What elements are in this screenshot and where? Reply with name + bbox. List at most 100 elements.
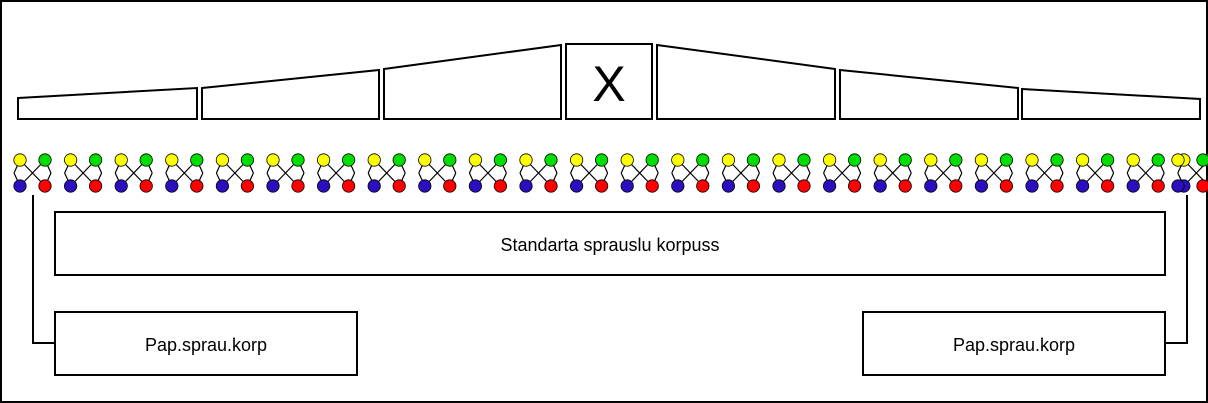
nozzle-dot-red: [392, 179, 406, 193]
left-extra-nozzle-box: [54, 311, 358, 376]
nozzle-body: [671, 153, 710, 193]
nozzle-dot-yellow: [13, 153, 27, 167]
nozzle-body: [13, 153, 52, 193]
nozzle-dot-blue: [64, 179, 78, 193]
nozzle-dot-red: [443, 179, 457, 193]
nozzle-dot-blue: [1171, 179, 1185, 193]
nozzle-dot-blue: [418, 179, 432, 193]
nozzle-dot-green: [89, 153, 103, 167]
nozzle-dot-blue: [1076, 179, 1090, 193]
nozzle-dot-green: [1196, 153, 1208, 167]
boom-section-left-2: [201, 68, 380, 120]
standard-nozzle-label: Standarta sprauslu korpuss: [500, 235, 719, 255]
nozzle-dot-yellow: [721, 153, 736, 167]
nozzle-dot-green: [1151, 153, 1165, 167]
nozzle-dot-yellow: [772, 153, 786, 167]
nozzle-body: [569, 153, 609, 193]
nozzle-dot-yellow: [620, 153, 634, 167]
nozzle-dot-yellow: [1025, 153, 1039, 167]
nozzle-dot-red: [1151, 179, 1165, 193]
nozzle-dot-red: [645, 179, 659, 193]
nozzle-dot-yellow: [873, 153, 887, 167]
nozzle-dot-red: [291, 179, 305, 193]
nozzle-dot-blue: [620, 179, 634, 193]
nozzle-dot-yellow: [569, 153, 584, 167]
nozzle-dot-yellow: [822, 153, 837, 167]
nozzle-body: [924, 153, 963, 193]
nozzle-dot-yellow: [1126, 153, 1140, 167]
nozzle-dot-red: [949, 179, 963, 193]
nozzle-dot-blue: [924, 179, 938, 193]
nozzle-dot-green: [594, 153, 609, 167]
nozzle-dot-blue: [671, 179, 685, 193]
nozzle-dot-green: [392, 153, 406, 167]
nozzle-dot-blue: [569, 179, 584, 193]
nozzle-dot-green: [696, 153, 710, 167]
boom-section-right-2: [839, 68, 1019, 120]
nozzle-dot-yellow: [316, 153, 331, 167]
nozzle-dot-green: [1050, 153, 1064, 167]
nozzle-body-row: [13, 153, 1208, 193]
nozzle-dot-yellow: [64, 153, 78, 167]
nozzle-body: [215, 153, 254, 193]
nozzle-dot-blue: [721, 179, 736, 193]
boom-section-left-1: [383, 43, 562, 120]
nozzle-dot-red: [594, 179, 609, 193]
nozzle-body: [822, 153, 862, 193]
nozzle-dot-green: [544, 153, 558, 167]
nozzle-body: [519, 153, 558, 193]
left-connector-line: [32, 195, 55, 344]
nozzle-dot-green: [443, 153, 457, 167]
nozzle-body: [367, 153, 406, 193]
nozzle-dot-blue: [822, 179, 837, 193]
nozzle-body: [1025, 153, 1064, 193]
nozzle-dot-blue: [165, 179, 179, 193]
nozzle-dot-red: [139, 179, 153, 193]
nozzle-body: [620, 153, 659, 193]
nozzle-dot-green: [847, 153, 862, 167]
boom-section-right-3: [1021, 87, 1201, 120]
nozzle-dot-green: [291, 153, 305, 167]
boom-section-right-1: [656, 43, 836, 120]
nozzle-dot-yellow: [671, 153, 685, 167]
nozzle-dot-yellow: [266, 153, 280, 167]
nozzle-dot-green: [999, 153, 1014, 167]
nozzle-dot-yellow: [165, 153, 179, 167]
nozzle-dot-red: [1196, 179, 1208, 193]
nozzle-body: [114, 153, 153, 193]
nozzle-dot-yellow: [519, 153, 533, 167]
nozzle-dot-blue: [1126, 179, 1140, 193]
nozzle-dot-yellow: [468, 153, 482, 167]
nozzle-dot-blue: [266, 179, 280, 193]
nozzle-dot-blue: [873, 179, 887, 193]
nozzle-body: [974, 153, 1014, 193]
nozzle-body: [418, 153, 457, 193]
nozzle-dot-green: [898, 153, 912, 167]
nozzle-dot-yellow: [215, 153, 229, 167]
nozzle-dot-green: [645, 153, 659, 167]
nozzle-body: [165, 153, 204, 193]
nozzle-dot-blue: [468, 179, 482, 193]
standard-nozzle-box: [54, 211, 1166, 276]
nozzle-dot-green: [240, 153, 254, 167]
nozzle-dot-red: [544, 179, 558, 193]
right-connector-line: [1165, 195, 1188, 344]
nozzle-dot-green: [190, 153, 204, 167]
nozzle-dot-red: [341, 179, 356, 193]
nozzle-dot-blue: [519, 179, 533, 193]
right-extra-nozzle-label: Pap.sprau.korp: [953, 335, 1075, 355]
center-section-label: X: [592, 56, 625, 112]
nozzle-dot-red: [797, 179, 811, 193]
nozzle-dot-green: [797, 153, 811, 167]
nozzle-dot-yellow: [1076, 153, 1090, 167]
nozzle-dot-blue: [13, 179, 27, 193]
nozzle-dot-yellow: [418, 153, 432, 167]
left-extra-nozzle-label: Pap.sprau.korp: [145, 335, 267, 355]
nozzle-dot-green: [746, 153, 761, 167]
nozzle-dot-red: [696, 179, 710, 193]
nozzle-body: [721, 153, 761, 193]
nozzle-body: [1076, 153, 1115, 193]
